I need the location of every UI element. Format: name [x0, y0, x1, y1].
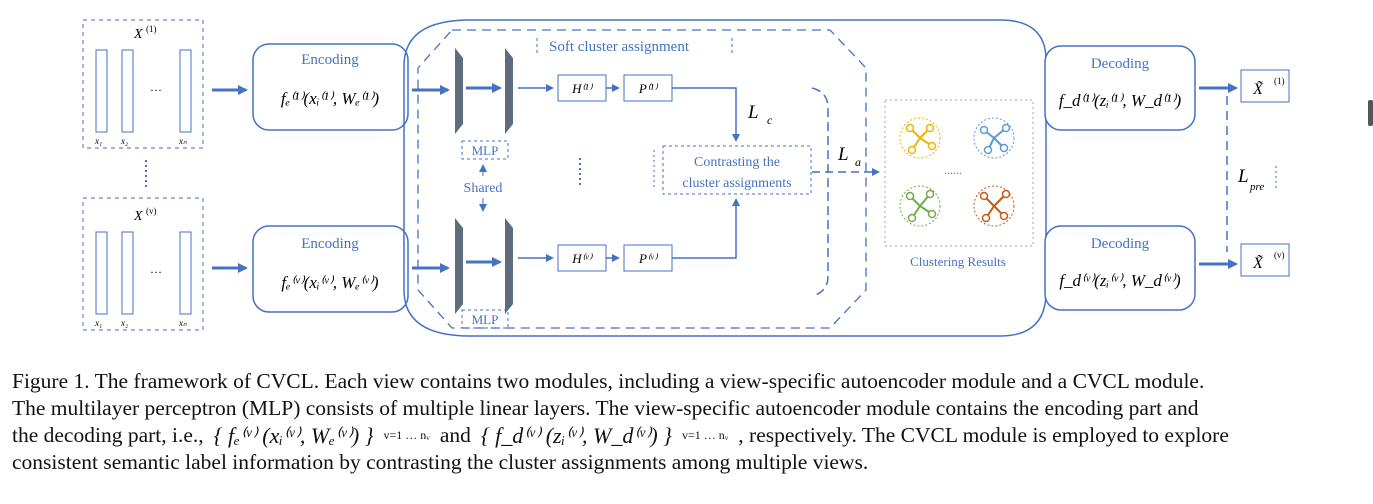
lpre-bg	[1230, 162, 1274, 194]
output-v-sup: (v)	[1274, 250, 1285, 260]
loss-lpre: L	[1237, 166, 1249, 187]
p-box-v	[623, 244, 673, 272]
input-view-1-sup: (1)	[146, 24, 157, 34]
encoder-v-formula: fₑ⁽ᵛ⁾(xᵢ⁽ᵛ⁾, Wₑ⁽ᵛ⁾)	[281, 273, 379, 292]
cluster-dots: ......	[944, 163, 962, 177]
clustering-results-box	[884, 99, 1034, 247]
cluster-green	[899, 185, 941, 227]
contrast-line-1: Contrasting the	[694, 155, 780, 170]
mlp-top-label: MLP	[472, 143, 499, 158]
soft-assignment-region	[417, 29, 867, 329]
mlp-bottom: MLP	[455, 218, 513, 329]
input-view-v-dots: ···	[150, 265, 162, 279]
input-view-1-col-2: x₂	[120, 136, 128, 146]
loss-lpre-sub: pre	[1249, 181, 1264, 193]
scrollbar-thumb[interactable]	[1368, 100, 1373, 126]
caption-line-3-start: the decoding part, i.e.,	[12, 423, 204, 447]
clustering-results-label: Clustering Results	[910, 254, 1006, 269]
h-box-v	[557, 244, 607, 272]
input-view-1-label: X	[133, 27, 143, 42]
encoder-1-title: Encoding	[301, 52, 359, 68]
input-view-1: X (1) ··· x₁ x₂ xₙ	[82, 19, 204, 149]
input-view-1-dots: ···	[150, 83, 162, 97]
encoder-v-title: Encoding	[301, 236, 359, 252]
decoder-view-1: Decoding f_d⁽¹⁾(zᵢ⁽¹⁾, W_d⁽¹⁾)	[1044, 45, 1196, 131]
caption-line-4: consistent semantic label information by…	[12, 450, 869, 474]
input-view-v-col-n: xₙ	[178, 318, 187, 328]
mlp-bottom-label: MLP	[472, 312, 499, 327]
p-1-label: P⁽¹⁾	[638, 81, 659, 96]
loss-la-sub: a	[855, 155, 861, 169]
loss-lc-sub: c	[767, 113, 773, 127]
loss-la: L	[837, 144, 849, 165]
input-view-v-col-2: x₂	[120, 318, 128, 328]
shared-label: Shared	[464, 181, 503, 196]
input-view-1-col-n: xₙ	[178, 136, 187, 146]
caption-line-1: Figure 1. The framework of CVCL. Each vi…	[12, 369, 1205, 393]
view-bracket	[811, 87, 829, 297]
caption-line-2: The multilayer perceptron (MLP) consists…	[12, 396, 1199, 420]
output-1-sup: (1)	[1274, 76, 1285, 86]
cvcl-module-region	[403, 19, 1047, 337]
caption-decoder-set: { f_d⁽ᵛ⁾ (zᵢ⁽ᵛ⁾, W_d⁽ᵛ⁾) }	[480, 423, 672, 448]
input-view-v-sup: (v)	[146, 206, 157, 216]
cluster-orange	[973, 185, 1015, 227]
caption-and: and	[439, 423, 471, 447]
cluster-blue	[973, 117, 1015, 159]
caption-encoder-set: { fₑ⁽ᵛ⁾ (xᵢ⁽ᵛ⁾, Wₑ⁽ᵛ⁾) }	[213, 423, 374, 448]
arrow-pv-to-contrast	[672, 198, 740, 259]
decoder-v-formula: f_d⁽ᵛ⁾(zᵢ⁽ᵛ⁾, W_d⁽ᵛ⁾)	[1059, 271, 1181, 290]
p-v-label: P⁽ᵛ⁾	[638, 251, 659, 266]
decoder-1-title: Decoding	[1091, 56, 1150, 72]
input-view-v: X (v) ··· x₁ x₂ xₙ	[82, 197, 204, 331]
output-v-label: X̃	[1252, 254, 1264, 272]
input-view-v-col-1: x₁	[94, 318, 102, 328]
soft-assignment-label: Soft cluster assignment	[549, 39, 690, 55]
cluster-yellow	[899, 117, 941, 159]
cvcl-framework-diagram: X (1) ··· x₁ x₂ xₙ X (v) ··· x₁ x₂ xₙ En…	[82, 19, 1290, 337]
encoder-view-1: Encoding fₑ⁽¹⁾(xᵢ⁽¹⁾, Wₑ⁽¹⁾)	[252, 43, 409, 131]
h-1-label: H⁽¹⁾	[571, 81, 593, 96]
contrast-box	[662, 145, 812, 195]
input-view-1-col-1: x₁	[94, 136, 102, 146]
decoder-v-title: Decoding	[1091, 236, 1150, 252]
loss-lc: L	[747, 102, 759, 123]
decoder-1-formula: f_d⁽¹⁾(zᵢ⁽¹⁾, W_d⁽¹⁾)	[1059, 91, 1182, 110]
decoder-view-v: Decoding f_d⁽ᵛ⁾(zᵢ⁽ᵛ⁾, W_d⁽ᵛ⁾)	[1044, 225, 1196, 311]
caption-range-1: v=1 … nᵥ	[383, 428, 430, 442]
caption-range-2: v=1 … nᵥ	[681, 428, 729, 442]
input-view-v-label: X	[133, 209, 143, 224]
arrow-p1-to-contrast	[672, 87, 740, 142]
caption-line-3-end: , respectively. The CVCL module is emplo…	[738, 423, 1229, 447]
h-box-1	[557, 74, 607, 102]
output-1-label: X̃	[1252, 80, 1264, 98]
encoder-view-v: Encoding fₑ⁽ᵛ⁾(xᵢ⁽ᵛ⁾, Wₑ⁽ᵛ⁾)	[252, 225, 409, 313]
h-v-label: H⁽ᵛ⁾	[571, 251, 593, 266]
output-box-1	[1240, 69, 1290, 103]
mlp-top: MLP	[455, 48, 513, 160]
caption-line-3: the decoding part, i.e., { fₑ⁽ᵛ⁾ (xᵢ⁽ᵛ⁾,…	[12, 422, 1362, 449]
contrast-line-2: cluster assignments	[682, 176, 791, 191]
encoder-1-formula: fₑ⁽¹⁾(xᵢ⁽¹⁾, Wₑ⁽¹⁾)	[281, 89, 380, 108]
output-box-v	[1240, 243, 1290, 277]
figure-caption: Figure 1. The framework of CVCL. Each vi…	[12, 368, 1362, 476]
